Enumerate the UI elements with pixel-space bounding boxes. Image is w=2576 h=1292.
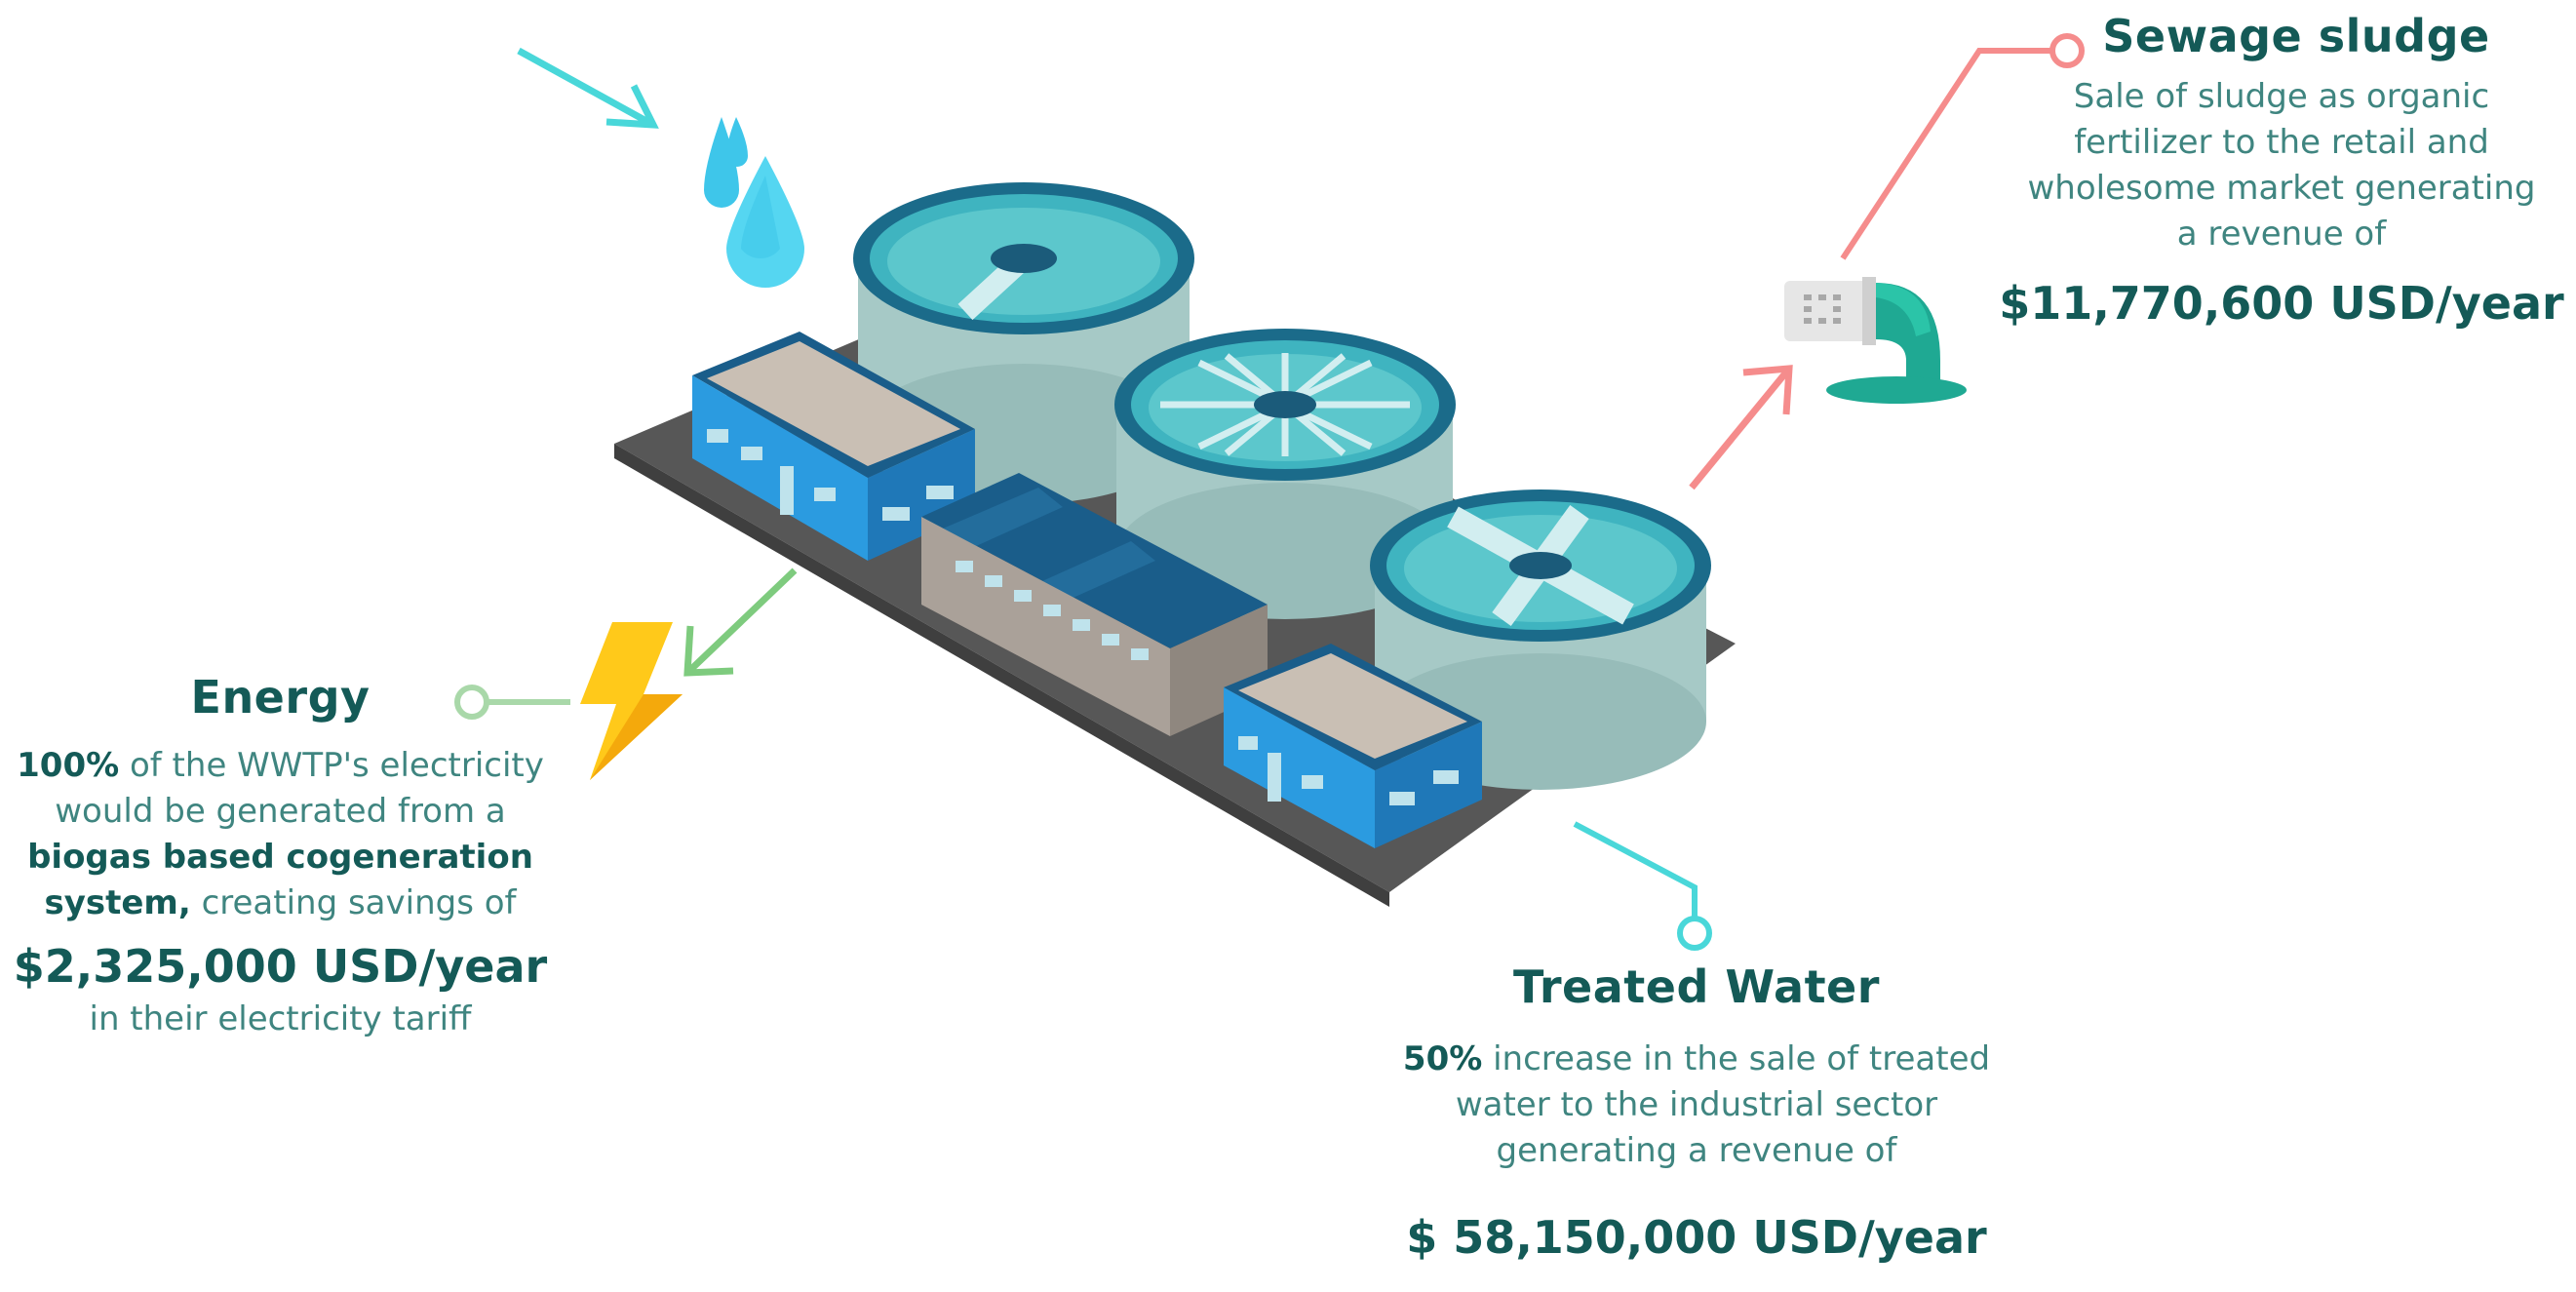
water-line-2: water to the industrial sector	[1455, 1085, 1938, 1124]
treated-water-block: Treated Water 50% increase in the sale o…	[1365, 960, 2028, 1264]
energy-line-4: system, creating savings of	[44, 883, 517, 922]
office-building-left	[692, 332, 975, 561]
energy-connector	[454, 685, 570, 720]
treated-water-title: Treated Water	[1513, 960, 1880, 1013]
inflow-arrow	[517, 47, 659, 129]
clarifier-tank-1	[853, 182, 1194, 504]
water-line-3: generating a revenue of	[1496, 1131, 1897, 1170]
platform-edge	[614, 444, 1389, 907]
sewage-sludge-amount: $11,770,600 USD/year	[1999, 277, 2564, 330]
energy-line-2: would be generated from a	[55, 792, 506, 831]
sewage-line-3: wholesome market generating	[2027, 169, 2536, 208]
sewage-sludge-description: Sale of sludge as organic fertilizer to …	[1989, 74, 2574, 257]
energy-title: Energy	[190, 671, 371, 724]
energy-description: 100% of the WWTP's electricity would be …	[0, 743, 561, 926]
water-connector	[1573, 821, 1712, 951]
water-line-1: 50% increase in the sale of treated	[1402, 1039, 1991, 1078]
clarifier-tank-3	[1370, 489, 1711, 790]
sewage-connector	[1840, 33, 2085, 260]
treated-water-amount: $ 58,150,000 USD/year	[1406, 1211, 1987, 1264]
energy-tariff-note: in their electricity tariff	[89, 999, 472, 1038]
office-building-front	[1224, 644, 1482, 848]
water-drops-icon	[704, 117, 804, 288]
pipe-outlet-icon	[1784, 277, 1967, 404]
sewage-line-2: fertilizer to the retail and	[2074, 123, 2489, 162]
energy-amount: $2,325,000 USD/year	[13, 940, 548, 993]
sewage-line-1: Sale of sludge as organic	[2073, 77, 2490, 116]
energy-arrow	[683, 568, 798, 677]
sewage-sludge-block: Sewage sludge Sale of sludge as organic …	[1989, 10, 2574, 330]
treated-water-description: 50% increase in the sale of treated wate…	[1365, 1037, 2028, 1174]
energy-line-3: biogas based cogeneration	[27, 838, 533, 877]
sewage-sludge-title: Sewage sludge	[2102, 10, 2490, 62]
energy-line-1: 100% of the WWTP's electricity	[17, 746, 544, 785]
sewage-line-4: a revenue of	[2176, 215, 2387, 254]
lightning-icon	[580, 622, 683, 780]
processing-building	[921, 473, 1268, 736]
sludge-arrow	[1689, 365, 1793, 490]
energy-block: Energy 100% of the WWTP's electricity wo…	[0, 671, 561, 1042]
